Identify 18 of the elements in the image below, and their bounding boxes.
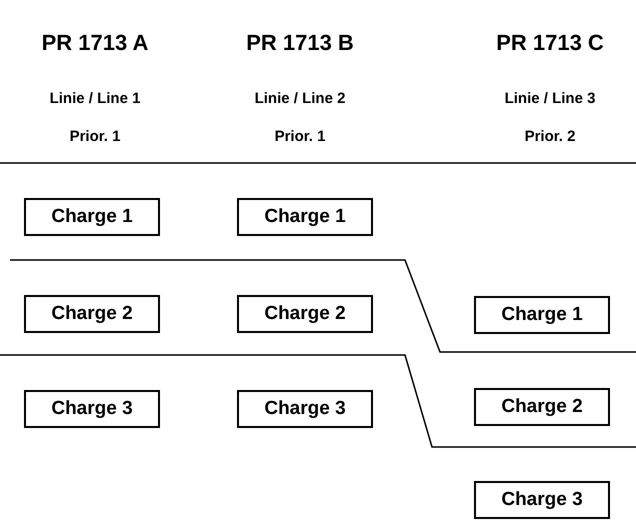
batch-box: Charge 2 [237,295,373,333]
batch-box: Charge 2 [474,388,610,426]
line-label: Linie / Line 2 [254,90,346,107]
batch-box: Charge 3 [237,390,373,428]
column-heading: PR 1713 B [246,30,354,56]
batch-box: Charge 1 [474,296,610,334]
batch-box: Charge 2 [24,295,160,333]
line-label: Linie / Line 3 [504,90,596,107]
priority-label: Prior. 1 [274,128,326,145]
column-heading: PR 1713 A [42,30,148,56]
column-heading: PR 1713 C [496,30,604,56]
batch-box: Charge 3 [24,390,160,428]
priority-label: Prior. 1 [70,128,120,145]
batch-box: Charge 1 [24,198,160,236]
priority-label: Prior. 2 [524,128,576,145]
line-label: Linie / Line 1 [50,90,140,107]
batch-box: Charge 3 [474,481,610,519]
batch-box: Charge 1 [237,198,373,236]
